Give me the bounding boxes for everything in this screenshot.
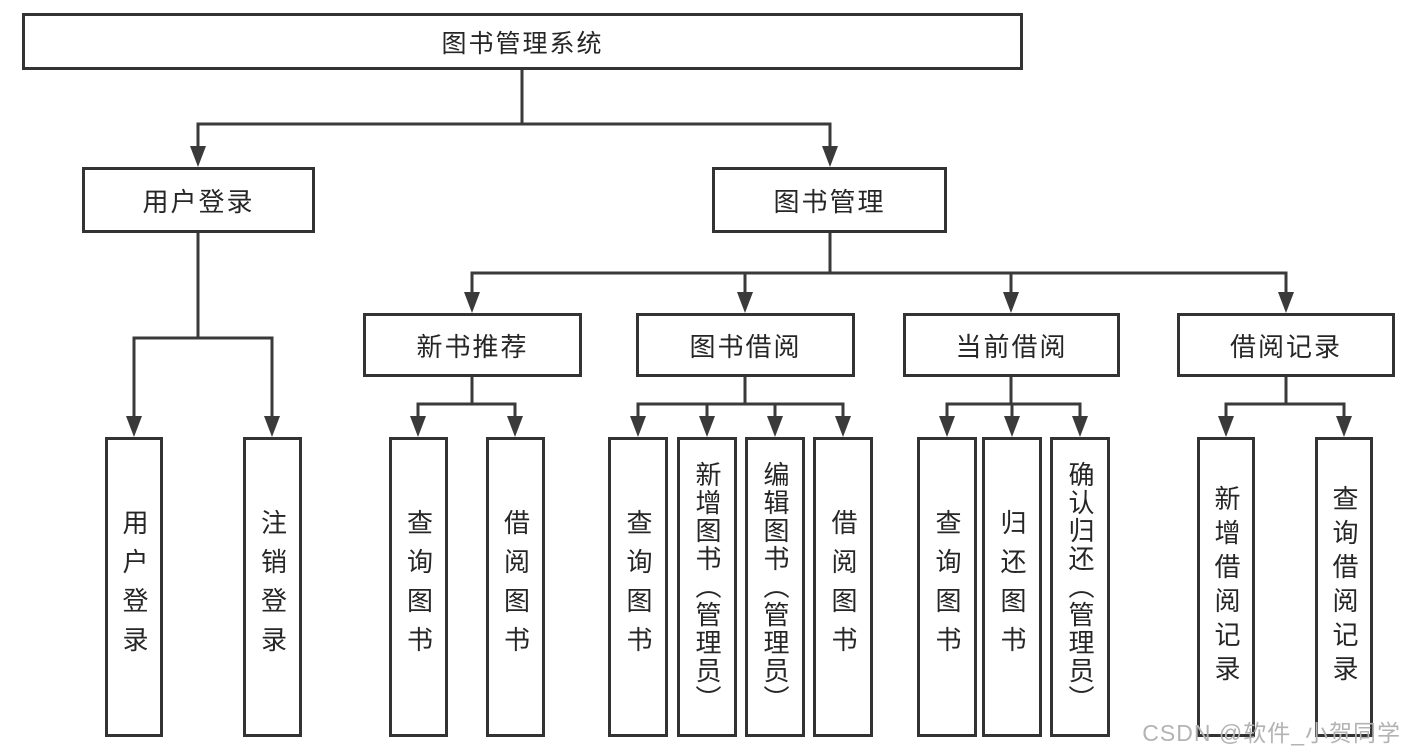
connector-userlogin-to-leaves <box>132 231 274 422</box>
node-new-book-recommend: 新书推荐 <box>363 313 582 377</box>
node-book-management-label: 图书管理 <box>773 186 886 217</box>
leaf-query-books-borrow: 查询图书 <box>608 437 668 737</box>
node-root: 图书管理系统 <box>22 13 1023 70</box>
leaf-edit-books-admin: 编辑图书（管理员） <box>745 437 805 737</box>
leaf-logout-login-label: 注销登录 <box>257 509 288 665</box>
node-book-borrow: 图书借阅 <box>636 313 855 377</box>
node-current-borrow: 当前借阅 <box>903 313 1120 377</box>
leaf-query-books-current: 查询图书 <box>917 437 977 737</box>
leaf-confirm-return-admin: 确认归还（管理员） <box>1050 437 1110 737</box>
leaf-query-borrow-record: 查询借阅记录 <box>1315 437 1373 737</box>
leaf-query-books-recommend-label: 查询图书 <box>403 509 434 665</box>
leaf-borrow-books-recommend: 借阅图书 <box>486 437 545 737</box>
connector-bookborrow-to-leaves <box>636 375 845 422</box>
leaf-query-books-borrow-label: 查询图书 <box>623 509 653 665</box>
leaf-add-borrow-record-label: 新增借阅记录 <box>1211 485 1241 689</box>
connector-bookmgmt-to-level3 <box>470 231 1288 298</box>
leaf-user-login-label: 用户登录 <box>119 509 149 665</box>
leaf-query-borrow-record-label: 查询借阅记录 <box>1329 485 1359 689</box>
node-root-label: 图书管理系统 <box>441 29 604 58</box>
leaf-add-books-admin-label: 新增图书（管理员） <box>692 461 722 713</box>
leaf-logout-login: 注销登录 <box>243 437 302 737</box>
node-current-borrow-label: 当前借阅 <box>955 331 1068 362</box>
connector-currentborrow-to-leaves <box>945 375 1082 422</box>
connector-root-to-level2 <box>196 67 832 152</box>
leaf-return-books-label: 归还图书 <box>997 509 1027 665</box>
leaf-user-login: 用户登录 <box>105 437 163 737</box>
csdn-watermark: CSDN @软件_小贺同学 <box>1142 720 1401 746</box>
leaf-return-books: 归还图书 <box>982 437 1042 737</box>
connector-newbook-to-leaves <box>416 375 517 422</box>
node-user-login: 用户登录 <box>82 167 315 233</box>
leaf-query-books-current-label: 查询图书 <box>932 509 962 665</box>
leaf-borrow-books-borrow: 借阅图书 <box>813 437 873 737</box>
node-borrow-records-label: 借阅记录 <box>1229 331 1342 362</box>
node-new-book-recommend-label: 新书推荐 <box>416 331 529 362</box>
node-user-login-label: 用户登录 <box>142 186 255 217</box>
node-book-management: 图书管理 <box>712 167 947 233</box>
leaf-confirm-return-admin-label: 确认归还（管理员） <box>1065 461 1095 713</box>
node-book-borrow-label: 图书借阅 <box>689 331 802 362</box>
leaf-add-books-admin: 新增图书（管理员） <box>677 437 737 737</box>
leaf-add-borrow-record: 新增借阅记录 <box>1197 437 1255 737</box>
leaf-edit-books-admin-label: 编辑图书（管理员） <box>760 461 790 713</box>
leaf-query-books-recommend: 查询图书 <box>389 437 448 737</box>
leaf-borrow-books-borrow-label: 借阅图书 <box>828 509 858 665</box>
leaf-borrow-books-recommend-label: 借阅图书 <box>500 509 531 665</box>
node-borrow-records: 借阅记录 <box>1177 313 1395 377</box>
connector-borrowrecords-to-leaves <box>1224 375 1346 422</box>
